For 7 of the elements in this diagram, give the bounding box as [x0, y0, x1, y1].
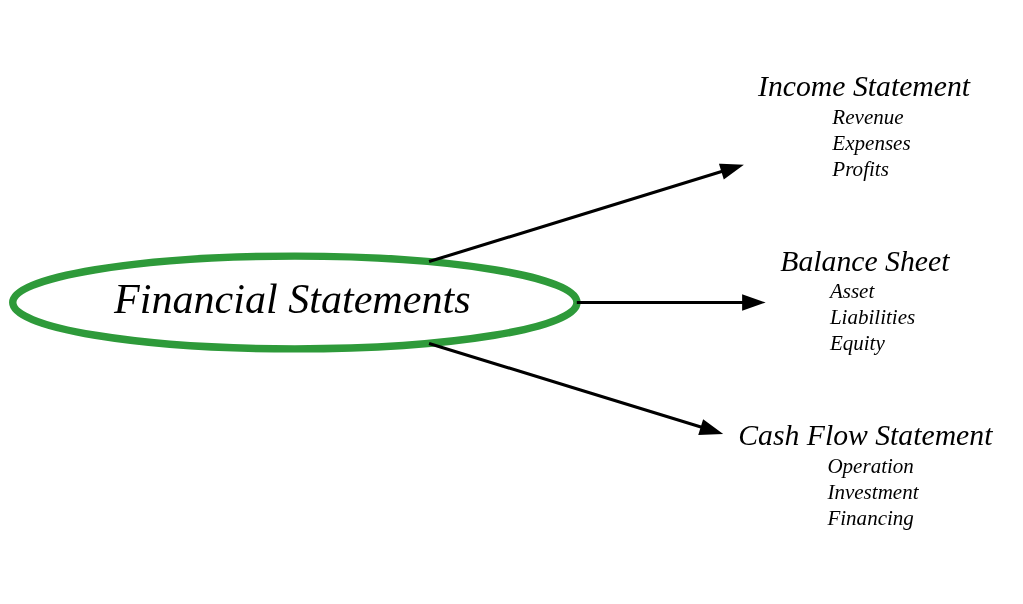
arrow: [428, 163, 744, 263]
node-text: Balance Sheet Asset Liabilities Equity: [780, 244, 950, 355]
arrow: [428, 341, 724, 435]
node-text: Cash Flow Statement Operation Investment Financing: [738, 418, 993, 530]
node-ellipse: Financial Statements: [9, 251, 581, 353]
node-text: Income Statement Revenue Expenses Profits: [758, 69, 971, 181]
arrow: [576, 293, 766, 311]
